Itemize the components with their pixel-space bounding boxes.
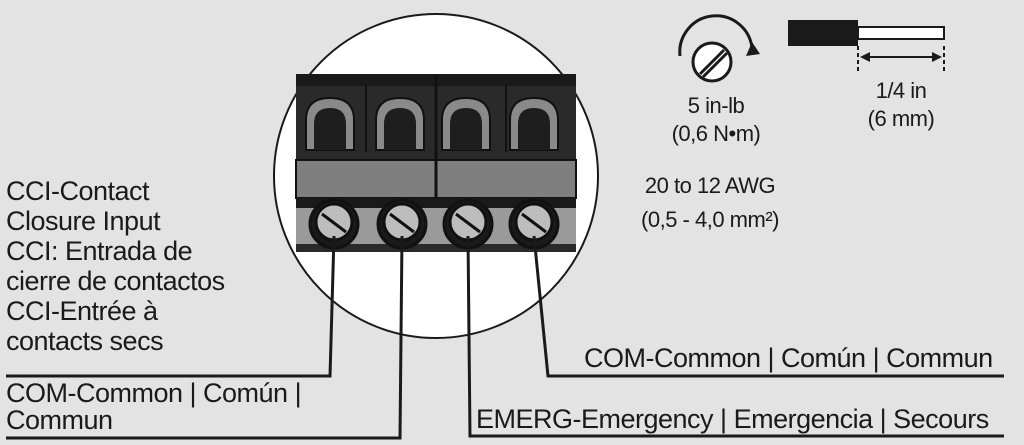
terminal-block-icon: [295, 74, 577, 252]
leader-com-right: [532, 235, 1004, 378]
strip-length-spec: 1/4 in (6 mm): [846, 77, 956, 133]
label-cci-line: CCI-Entrée à: [6, 296, 158, 326]
wire-gauge-spec: 20 to 12 AWG (0,5 - 4,0 mm²): [610, 172, 810, 234]
label-com-left-line: COM-Common | Común |: [6, 378, 302, 408]
wire-strip-length-icon: [788, 20, 945, 74]
leader-com-left: [6, 235, 404, 440]
label-cci-line: CCI-Contact: [6, 176, 150, 206]
label-cci-line: Closure Input: [6, 206, 161, 236]
label-cci-line: CCI: Entrada de: [6, 236, 193, 266]
label-cci: CCI-Contact Closure Input CCI: Entrada d…: [6, 176, 225, 356]
strip-metric: (6 mm): [867, 106, 935, 131]
leader-lines: [6, 235, 1004, 440]
torque-spec: 5 in-lb (0,6 N•m): [646, 92, 786, 148]
torque-metric: (0,6 N•m): [671, 121, 761, 146]
leader-emerg: [466, 235, 1004, 438]
label-cci-line: cierre de contactos: [6, 266, 225, 296]
torque-imperial: 5 in-lb: [687, 93, 745, 118]
label-com-left-line: Commun: [6, 405, 113, 435]
strip-imperial: 1/4 in: [875, 78, 927, 103]
label-com-left: COM-Common | Común | Commun: [6, 378, 302, 435]
label-cci-line: contacts secs: [6, 326, 164, 356]
label-emerg: EMERG-Emergency | Emergencia | Secours: [476, 404, 989, 434]
label-com-right: COM-Common | Común | Commun: [584, 343, 993, 373]
wire-awg: 20 to 12 AWG: [644, 173, 776, 198]
wire-metric: (0,5 - 4,0 mm²): [641, 207, 779, 232]
leader-cci: [6, 235, 336, 378]
screw-tighten-icon: [678, 14, 760, 83]
